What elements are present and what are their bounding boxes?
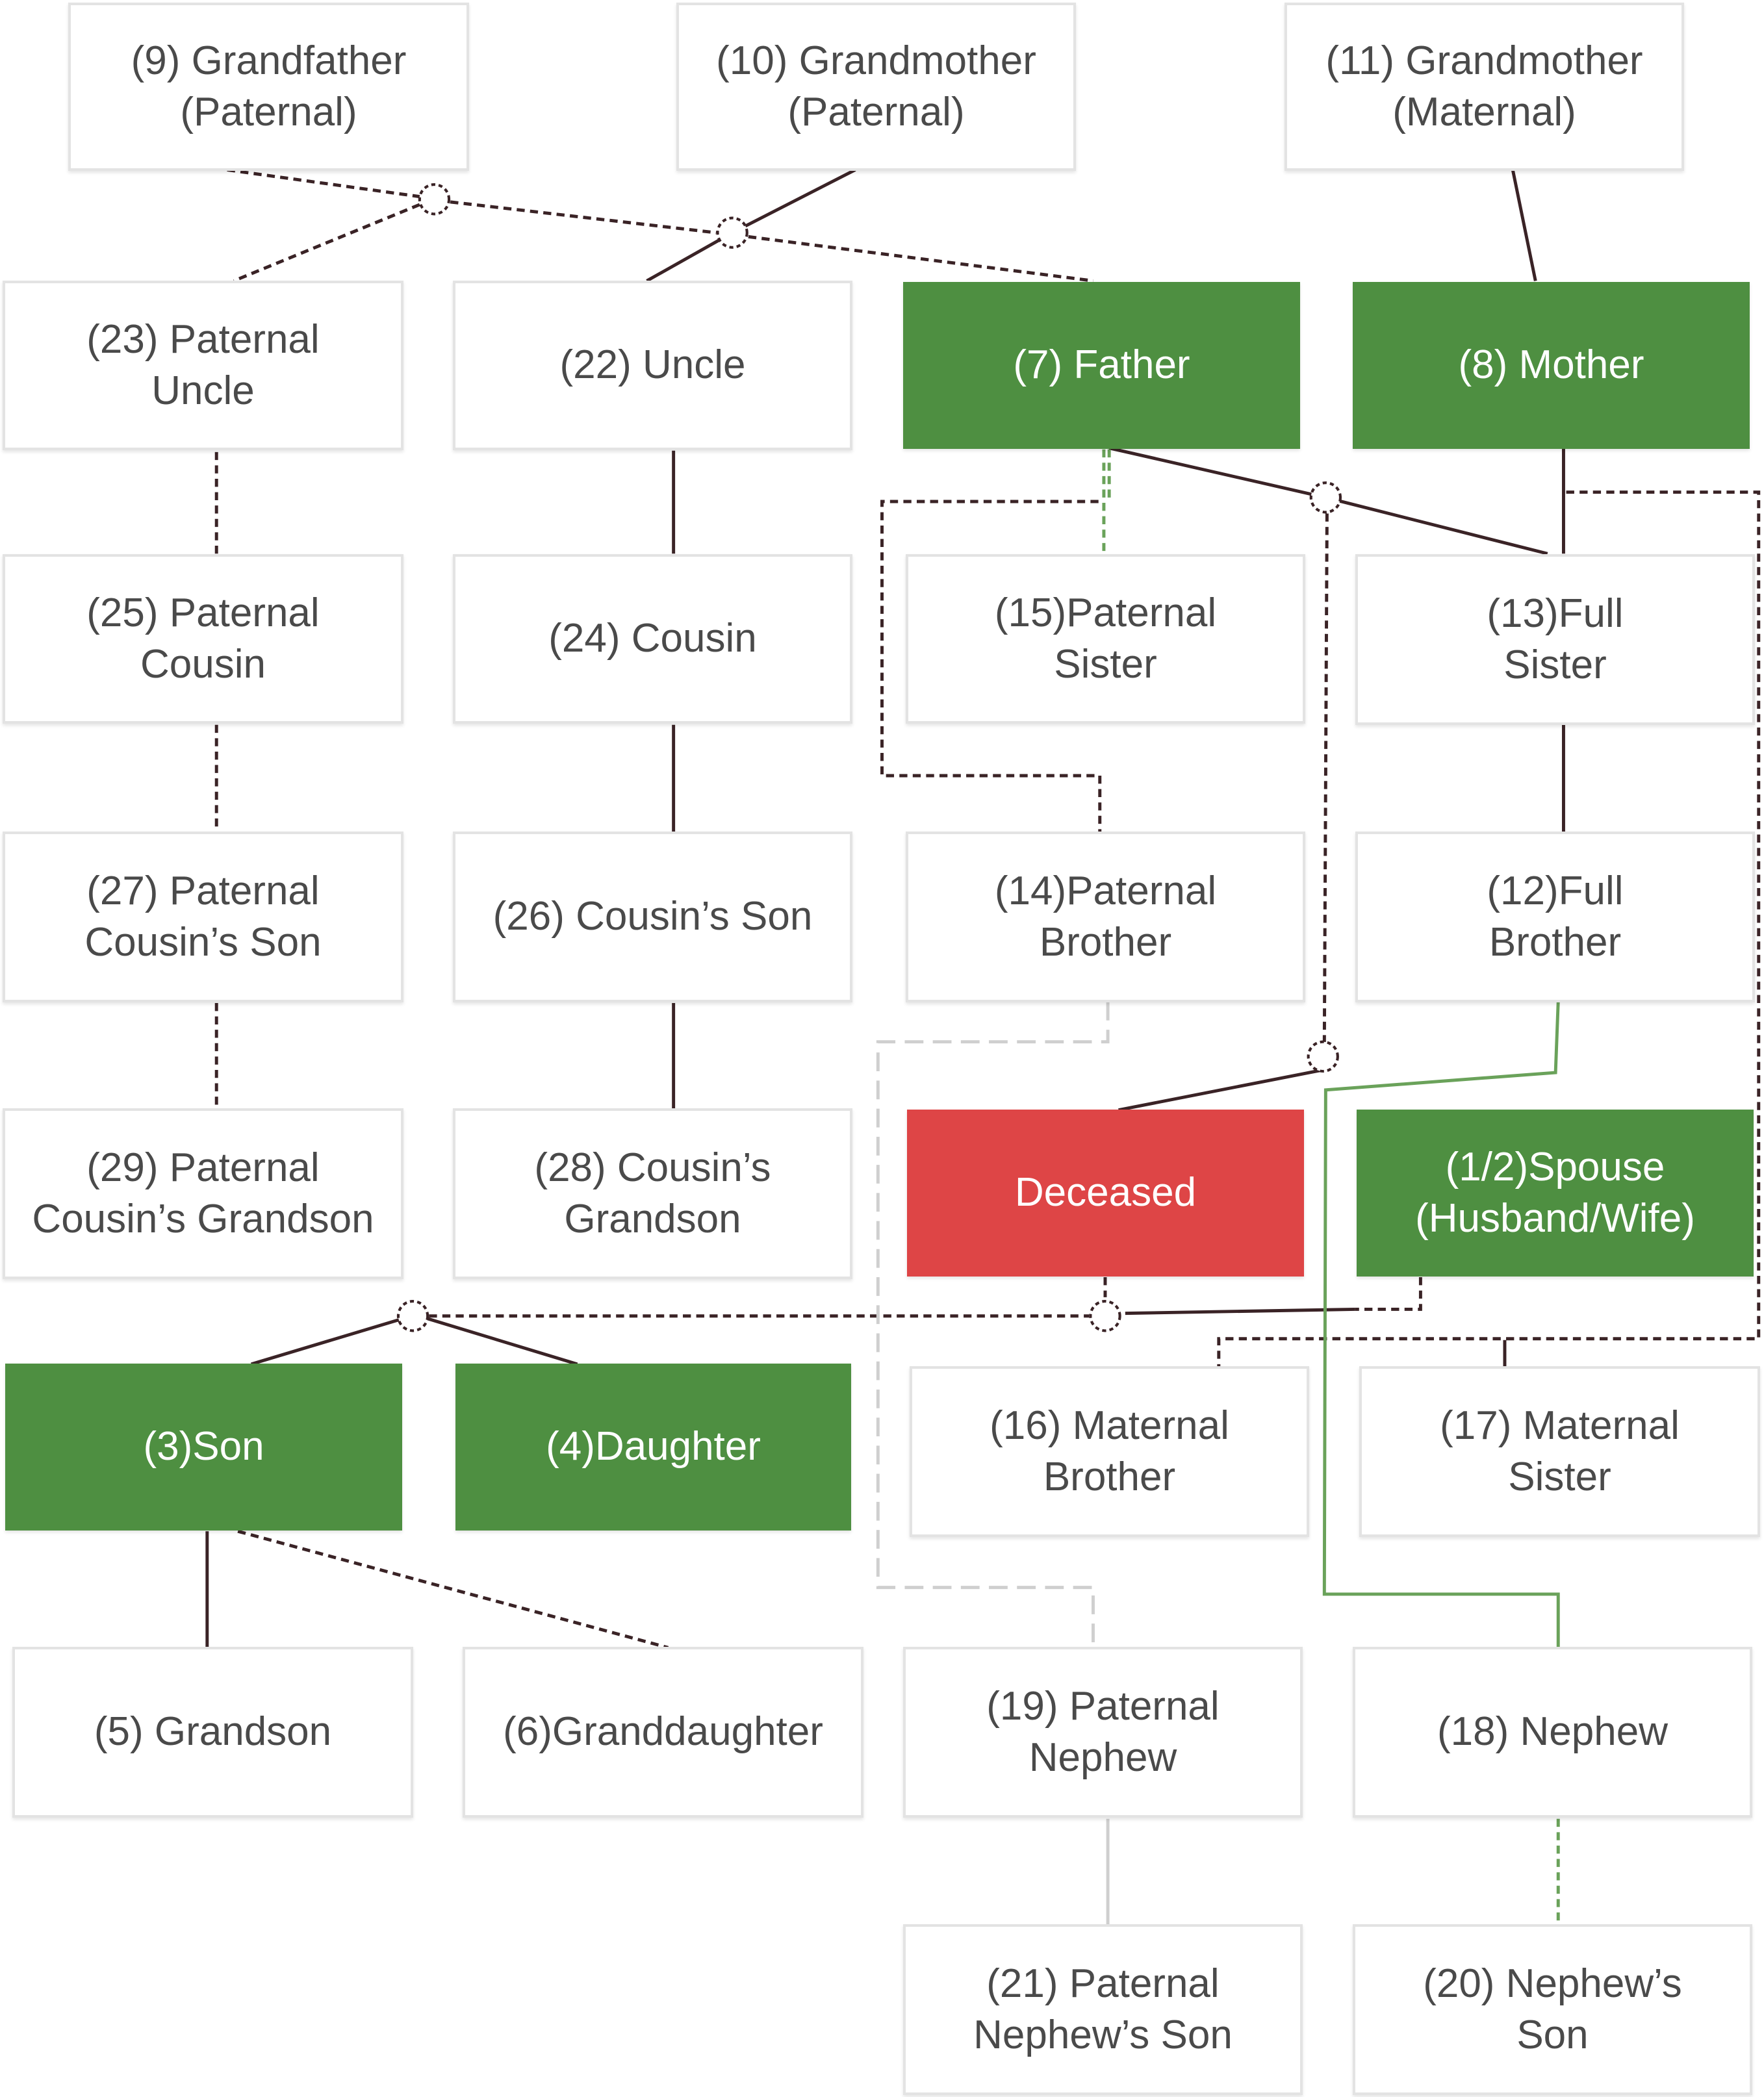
node-maternal-sister[interactable]: (17) Maternal Sister	[1359, 1366, 1760, 1537]
node-label: (18) Nephew	[1437, 1709, 1668, 1755]
node-label: (23) Paternal Uncle	[86, 316, 320, 413]
node-label: (13)Full Sister	[1487, 591, 1624, 687]
node-label: (27) Paternal Cousin’s Son	[84, 868, 322, 965]
node-paternal-brother[interactable]: (14)Paternal Brother	[906, 832, 1305, 1002]
node-paternal-nephews-son[interactable]: (21) Paternal Nephew’s Son	[903, 1924, 1303, 2095]
node-cousins-son[interactable]: (26) Cousin’s Son	[453, 832, 852, 1002]
node-paternal-sister[interactable]: (15)Paternal Sister	[906, 554, 1305, 724]
node-label: (29) Paternal Cousin’s Grandson	[32, 1145, 374, 1241]
node-label: (9) Grandfather (Paternal)	[131, 38, 407, 134]
node-deceased[interactable]: Deceased	[907, 1110, 1304, 1277]
node-full-brother[interactable]: (12)Full Brother	[1355, 832, 1755, 1002]
node-nephews-son[interactable]: (20) Nephew’s Son	[1353, 1924, 1752, 2095]
node-granddaughter[interactable]: (6)Granddaughter	[463, 1647, 863, 1818]
node-cousins-grandson[interactable]: (28) Cousin’s Grandson	[453, 1108, 852, 1279]
node-cousin[interactable]: (24) Cousin	[453, 554, 852, 724]
node-label: (21) Paternal Nephew’s Son	[973, 1961, 1233, 2057]
node-daughter[interactable]: (4)Daughter	[455, 1364, 851, 1531]
node-label: (12)Full Brother	[1487, 868, 1624, 965]
node-son[interactable]: (3)Son	[5, 1364, 402, 1531]
node-uncle[interactable]: (22) Uncle	[453, 281, 852, 450]
node-spouse[interactable]: (1/2)Spouse (Husband/Wife)	[1357, 1110, 1754, 1277]
node-nephew[interactable]: (18) Nephew	[1353, 1647, 1752, 1818]
node-grandson[interactable]: (5) Grandson	[12, 1647, 413, 1818]
node-paternal-uncle[interactable]: (23) Paternal Uncle	[3, 281, 403, 450]
node-paternal-cousins-grandson[interactable]: (29) Paternal Cousin’s Grandson	[3, 1108, 403, 1279]
node-label: (7) Father	[1013, 342, 1190, 388]
node-label: (25) Paternal Cousin	[86, 590, 320, 687]
node-label: (24) Cousin	[548, 616, 757, 661]
node-grandmother-maternal[interactable]: (11) Grandmother (Maternal)	[1285, 3, 1684, 171]
node-label: (10) Grandmother (Paternal)	[716, 38, 1036, 134]
node-paternal-nephew[interactable]: (19) Paternal Nephew	[903, 1647, 1303, 1818]
node-paternal-cousin[interactable]: (25) Paternal Cousin	[3, 554, 403, 724]
node-label: (16) Maternal Brother	[990, 1403, 1229, 1499]
node-label: (28) Cousin’s Grandson	[534, 1145, 771, 1241]
node-label: Deceased	[1014, 1170, 1197, 1215]
node-label: (8) Mother	[1458, 342, 1644, 388]
node-label: (1/2)Spouse (Husband/Wife)	[1415, 1144, 1695, 1241]
node-label: (6)Granddaughter	[503, 1709, 823, 1755]
node-mother[interactable]: (8) Mother	[1353, 282, 1750, 449]
node-grandmother-paternal[interactable]: (10) Grandmother (Paternal)	[676, 3, 1076, 171]
node-label: (17) Maternal Sister	[1440, 1403, 1680, 1499]
node-father[interactable]: (7) Father	[903, 282, 1300, 449]
node-grandfather-paternal[interactable]: (9) Grandfather (Paternal)	[68, 3, 469, 171]
node-label: (15)Paternal Sister	[994, 590, 1217, 687]
node-maternal-brother[interactable]: (16) Maternal Brother	[910, 1366, 1309, 1537]
node-label: (14)Paternal Brother	[994, 868, 1217, 965]
node-label: (26) Cousin’s Son	[492, 894, 813, 939]
node-label: (3)Son	[143, 1424, 264, 1469]
node-paternal-cousins-son[interactable]: (27) Paternal Cousin’s Son	[3, 832, 403, 1002]
node-full-sister[interactable]: (13)Full Sister	[1355, 554, 1755, 725]
node-label: (20) Nephew’s Son	[1423, 1961, 1682, 2057]
node-label: (22) Uncle	[559, 342, 746, 388]
node-label: (5) Grandson	[94, 1709, 332, 1755]
node-label: (11) Grandmother (Maternal)	[1325, 38, 1643, 134]
node-label: (4)Daughter	[546, 1424, 761, 1469]
node-label: (19) Paternal Nephew	[986, 1683, 1220, 1780]
